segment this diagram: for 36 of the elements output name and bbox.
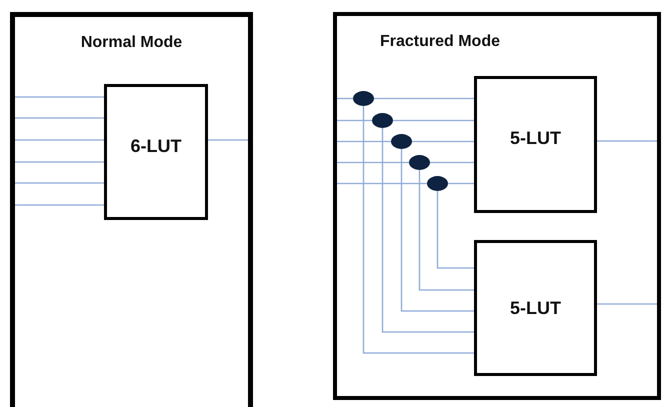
lut-block — [474, 240, 597, 376]
signal-wire — [15, 117, 104, 119]
signal-wire — [337, 162, 409, 164]
junction-dot — [372, 113, 393, 128]
signal-wire — [15, 182, 104, 184]
signal-wire — [337, 120, 372, 122]
signal-wire — [337, 98, 353, 100]
panel-title: Normal Mode — [80, 34, 182, 52]
signal-wire — [15, 204, 104, 206]
lut-block — [474, 76, 597, 213]
junction-dot — [353, 91, 374, 106]
signal-wire — [430, 162, 474, 164]
signal-wire — [393, 120, 474, 122]
signal-wire — [362, 106, 474, 354]
lut-label: 5-LUT — [510, 128, 561, 149]
junction-dot — [427, 176, 448, 191]
signal-wire — [15, 139, 104, 141]
panel-title: Fractured Mode — [380, 33, 500, 51]
signal-wire — [337, 140, 391, 142]
mode-panel — [333, 12, 661, 400]
signal-wire — [418, 170, 474, 291]
lut-label: 5-LUT — [510, 298, 561, 318]
signal-wire — [412, 140, 474, 142]
junction-dot — [409, 155, 430, 170]
signal-wire — [337, 182, 427, 184]
signal-wire — [448, 182, 474, 184]
signal-wire — [436, 191, 474, 269]
signal-wire — [374, 98, 474, 100]
mode-panel — [10, 12, 253, 407]
lut-block — [104, 84, 208, 220]
signal-wire — [15, 161, 104, 163]
signal-wire — [400, 149, 474, 312]
lut-label: 6-LUT — [130, 136, 182, 156]
signal-wire — [382, 128, 474, 333]
signal-wire — [15, 96, 104, 98]
junction-dot — [391, 134, 412, 149]
